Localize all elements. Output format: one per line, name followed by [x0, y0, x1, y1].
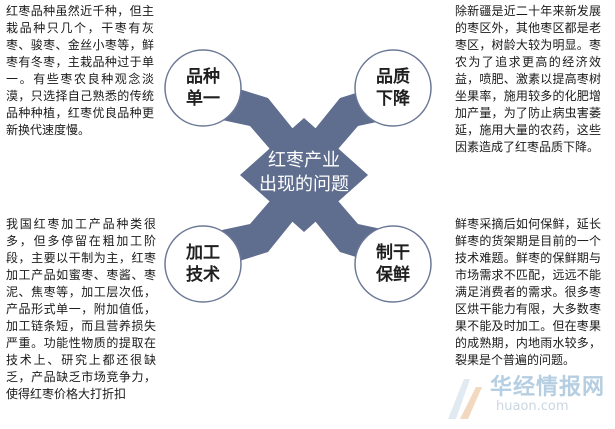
- node-label-line1: 制干: [376, 243, 410, 263]
- paragraph-quality: 除新疆是近二十年来新发展的枣区外，其他枣区都是老枣区，树龄大较为明显。枣农为了追…: [455, 4, 601, 154]
- node-label-line2: 保鲜: [376, 265, 410, 285]
- circle-bottom-right: [354, 225, 432, 303]
- node-label-drying: 制干 保鲜: [363, 242, 423, 286]
- node-label-line2: 单一: [186, 89, 220, 109]
- node-label-processing: 加工 技术: [173, 242, 233, 286]
- node-label-variety: 品种 单一: [173, 66, 233, 110]
- paragraph-drying: 鲜枣采摘后如何保鲜，延长鲜枣的货架期是目前的一个技术难题。鲜枣的保鲜期与市场需求…: [455, 217, 601, 367]
- watermark-logo-icon: [448, 379, 482, 419]
- paragraph-processing: 我国红枣加工产品种类很多，但多停留在粗加工阶段，主要以干制为主，红枣加工产品如蜜…: [6, 217, 156, 401]
- circle-top-left: [164, 49, 242, 127]
- node-label-line1: 品质: [376, 67, 410, 87]
- center-title-line1: 红枣产业: [268, 150, 340, 171]
- node-label-line2: 下降: [376, 89, 410, 109]
- paragraph-variety: 红枣品种虽然近千种，但主栽品种只几个，干枣有灰枣、骏枣、金丝小枣等，鲜枣有冬枣，…: [6, 4, 154, 137]
- node-label-quality: 品质 下降: [363, 66, 423, 110]
- center-title: 红枣产业 出现的问题: [236, 149, 372, 197]
- node-circles: [164, 49, 432, 303]
- center-plate: [240, 118, 368, 232]
- watermark-url: huaon.com: [496, 399, 569, 414]
- watermark: 华经情报网 huaon.com: [440, 369, 610, 427]
- cross-shape: [222, 88, 386, 262]
- circle-bottom-left: [164, 225, 242, 303]
- node-label-line2: 技术: [186, 265, 220, 285]
- circle-top-right: [354, 49, 432, 127]
- node-label-line1: 品种: [186, 67, 220, 87]
- watermark-brand: 华经情报网: [490, 375, 606, 400]
- center-title-line2: 出现的问题: [259, 174, 349, 195]
- node-label-line1: 加工: [186, 243, 220, 263]
